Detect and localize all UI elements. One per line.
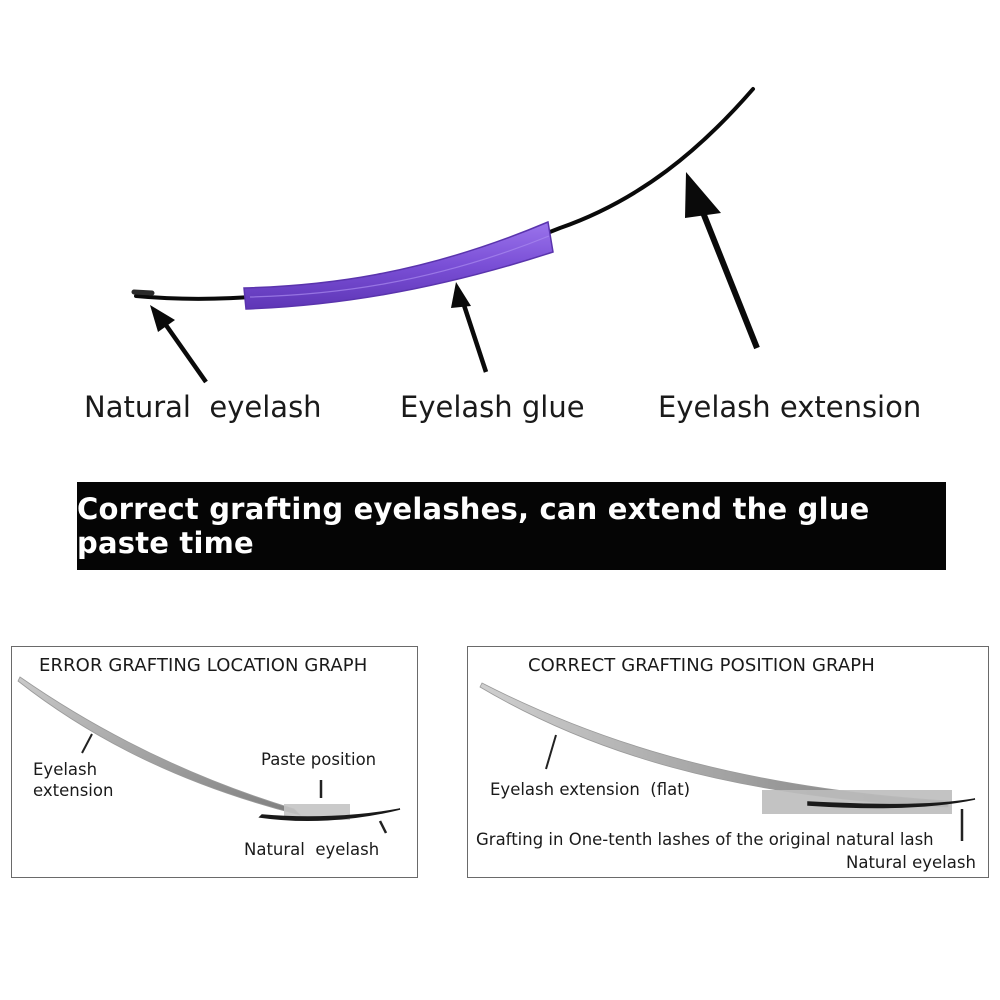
correct-grafting-graph	[479, 682, 976, 841]
error-extension-label-line1: Eyelash	[33, 760, 98, 779]
error-grafting-graph	[17, 676, 401, 834]
error-panel-title: ERROR GRAFTING LOCATION GRAPH	[39, 655, 368, 676]
correct-natural-eyelash-label: Natural eyelash	[846, 853, 976, 872]
paste-position-label: Paste position	[261, 750, 377, 769]
correct-extension-label: Eyelash extension (flat)	[490, 780, 691, 799]
eyelash-glue-label: Eyelash glue	[400, 390, 585, 424]
correct-natural-eyelash	[807, 798, 976, 809]
correct-panel-title: CORRECT GRAFTING POSITION GRAPH	[528, 655, 875, 676]
correct-grafting-panel: CORRECT GRAFTING POSITION GRAPH Eyelash …	[467, 646, 989, 878]
eyelash-glue-band	[243, 220, 554, 310]
banner-text: Correct grafting eyelashes, can extend t…	[77, 492, 870, 560]
error-natural-eyelash	[258, 808, 401, 822]
lash-diagram	[131, 87, 760, 384]
eyelash-extension-label: Eyelash extension	[658, 390, 922, 424]
natural-eyelash-label: Natural eyelash	[84, 390, 322, 424]
error-grafting-panel: ERROR GRAFTING LOCATION GRAPH Eyelash ex…	[11, 646, 418, 878]
error-natural-eyelash-label: Natural eyelash	[244, 840, 380, 859]
grafting-label: Grafting in One-tenth lashes of the orig…	[476, 830, 934, 849]
error-extension-label-line2: extension	[33, 781, 114, 800]
natural-eyelash-arrow	[150, 305, 208, 384]
eyelash-extension-arrow	[685, 172, 760, 350]
grafting-region-box	[762, 790, 952, 814]
eyelash-glue-arrow	[451, 282, 489, 373]
banner: Correct grafting eyelashes, can extend t…	[77, 482, 946, 570]
natural-eyelash-tip	[131, 289, 155, 296]
